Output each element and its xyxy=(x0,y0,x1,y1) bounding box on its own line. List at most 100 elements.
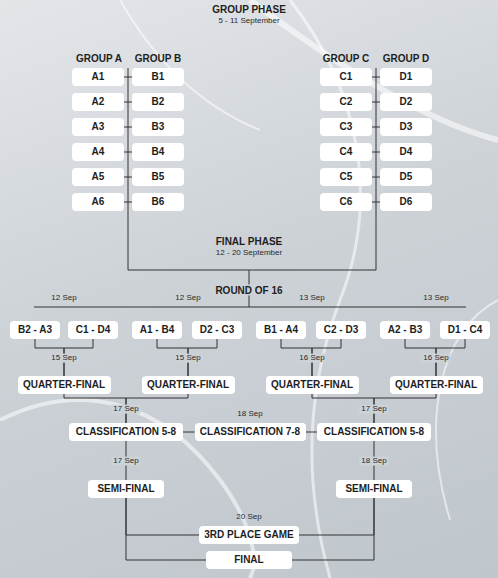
match-box: 3RD PLACE GAME xyxy=(199,526,299,544)
box-text: QUARTER-FINAL xyxy=(147,380,229,390)
box-text: B4 xyxy=(152,147,165,157)
box-text: C1 - D4 xyxy=(76,325,110,335)
match-date: 13 Sep xyxy=(299,294,324,303)
team-slot-box: C6 xyxy=(320,193,372,211)
team-slot-box: A2 xyxy=(72,93,124,111)
team-slot-box: B2 xyxy=(132,93,184,111)
box-text: A6 xyxy=(92,197,105,207)
match-box: SEMI-FINAL xyxy=(88,480,164,498)
box-text: SEMI-FINAL xyxy=(97,484,154,494)
box-text: A3 xyxy=(92,122,105,132)
box-text: A1 - B4 xyxy=(140,325,174,335)
match-date: 18 Sep xyxy=(359,457,388,466)
box-text: CLASSIFICATION 5-8 xyxy=(324,427,424,437)
match-box: A1 - B4 xyxy=(132,321,182,339)
box-text: C6 xyxy=(340,197,353,207)
team-slot-box: B4 xyxy=(132,143,184,161)
team-slot-box: A5 xyxy=(72,168,124,186)
box-text: C2 - D3 xyxy=(324,325,358,335)
bracket-connector xyxy=(183,432,195,433)
match-date: 17 Sep xyxy=(111,405,140,414)
group-bracket xyxy=(34,68,466,307)
team-slot-box: C2 xyxy=(320,93,372,111)
box-text: D6 xyxy=(400,197,413,207)
match-box: CLASSIFICATION 5-8 xyxy=(69,423,183,441)
box-text: CLASSIFICATION 5-8 xyxy=(76,427,176,437)
box-text: B5 xyxy=(152,172,165,182)
box-text: SEMI-FINAL xyxy=(345,484,402,494)
team-slot-box: A3 xyxy=(72,118,124,136)
round-header: ROUND OF 16 xyxy=(213,285,284,296)
box-text: B1 xyxy=(152,72,165,82)
group-stubs xyxy=(124,77,380,202)
match-date: 16 Sep xyxy=(297,354,326,363)
team-slot-box: A6 xyxy=(72,193,124,211)
match-box: CLASSIFICATION 7-8 xyxy=(195,423,306,441)
diagram-title: GROUP PHASE xyxy=(212,4,286,15)
bracket-connector xyxy=(126,498,206,560)
box-text: B1 - A4 xyxy=(264,325,298,335)
match-box: FINAL xyxy=(206,551,292,569)
match-box: QUARTER-FINAL xyxy=(18,376,111,394)
match-date: 13 Sep xyxy=(423,294,448,303)
match-box: B1 - A4 xyxy=(256,321,306,339)
match-box: CLASSIFICATION 5-8 xyxy=(317,423,431,441)
team-slot-box: D2 xyxy=(380,93,432,111)
team-slot-box: C1 xyxy=(320,68,372,86)
team-slot-box: D6 xyxy=(380,193,432,211)
match-date: 20 Sep xyxy=(236,513,261,522)
team-slot-box: B3 xyxy=(132,118,184,136)
match-box: D1 - C4 xyxy=(440,321,490,339)
box-text: B2 - A3 xyxy=(18,325,52,335)
match-date: 17 Sep xyxy=(111,457,140,466)
match-date: 12 Sep xyxy=(175,294,200,303)
box-text: D5 xyxy=(400,172,413,182)
team-slot-box: D3 xyxy=(380,118,432,136)
group-header: GROUP C xyxy=(323,53,370,64)
date-range: 5 - 11 September xyxy=(218,17,279,26)
box-text: A2 xyxy=(92,97,105,107)
match-date: 17 Sep xyxy=(359,405,388,414)
team-slot-box: C5 xyxy=(320,168,372,186)
match-box: D2 - C3 xyxy=(192,321,242,339)
group-header: GROUP D xyxy=(383,53,430,64)
match-box: C2 - D3 xyxy=(316,321,366,339)
box-text: C5 xyxy=(340,172,353,182)
match-box: QUARTER-FINAL xyxy=(266,376,359,394)
box-text: D2 xyxy=(400,97,413,107)
match-date: 15 Sep xyxy=(49,354,78,363)
date-range: 12 - 20 September xyxy=(214,249,284,258)
team-slot-box: D1 xyxy=(380,68,432,86)
box-text: D3 xyxy=(400,122,413,132)
box-text: B3 xyxy=(152,122,165,132)
match-date: 15 Sep xyxy=(173,354,202,363)
match-date: 16 Sep xyxy=(421,354,450,363)
box-text: B6 xyxy=(152,197,165,207)
box-text: D2 - C3 xyxy=(200,325,234,335)
team-slot-box: D5 xyxy=(380,168,432,186)
bracket-connector xyxy=(299,498,374,535)
box-text: C3 xyxy=(340,122,353,132)
box-text: QUARTER-FINAL xyxy=(23,380,105,390)
box-text: CLASSIFICATION 7-8 xyxy=(200,427,300,437)
box-text: FINAL xyxy=(234,555,263,565)
box-text: D4 xyxy=(400,147,413,157)
team-slot-box: B6 xyxy=(132,193,184,211)
match-box: C1 - D4 xyxy=(68,321,118,339)
team-slot-box: B5 xyxy=(132,168,184,186)
box-text: C1 xyxy=(340,72,353,82)
box-text: QUARTER-FINAL xyxy=(271,380,353,390)
box-text: D1 - C4 xyxy=(448,325,482,335)
group-header: GROUP B xyxy=(135,53,182,64)
bracket-connector xyxy=(292,498,374,560)
box-text: 3RD PLACE GAME xyxy=(204,530,293,540)
box-text: A1 xyxy=(92,72,105,82)
team-slot-box: D4 xyxy=(380,143,432,161)
phase-header: FINAL PHASE xyxy=(214,236,285,247)
match-box: SEMI-FINAL xyxy=(336,480,412,498)
match-box: QUARTER-FINAL xyxy=(390,376,483,394)
team-slot-box: C4 xyxy=(320,143,372,161)
box-text: B2 xyxy=(152,97,165,107)
stub-lines xyxy=(124,77,380,202)
